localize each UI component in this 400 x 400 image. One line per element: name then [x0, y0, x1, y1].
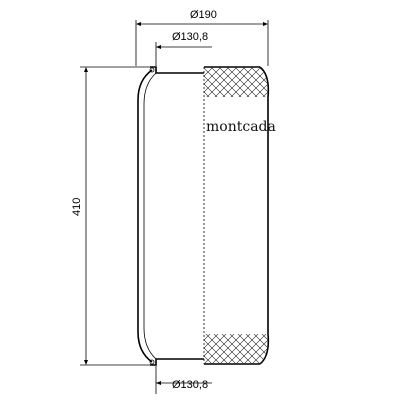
top-plate-diameter-label: Ø130,8 [172, 31, 208, 43]
top-plate-dimension: Ø130,8 [155, 31, 212, 66]
outer-diameter-dimension: Ø190 [135, 9, 269, 66]
bottom-plate-dimension: Ø130,8 [155, 366, 212, 394]
air-spring-body [137, 66, 270, 366]
brand-label: montcada [206, 119, 276, 135]
knurl-bottom-band [204, 334, 269, 364]
knurl-top-band [204, 67, 269, 97]
height-dimension: 410 [71, 66, 150, 366]
outer-diameter-label: Ø190 [190, 9, 217, 21]
bottom-plate-diameter-label: Ø130,8 [172, 379, 208, 391]
height-label: 410 [71, 198, 83, 216]
